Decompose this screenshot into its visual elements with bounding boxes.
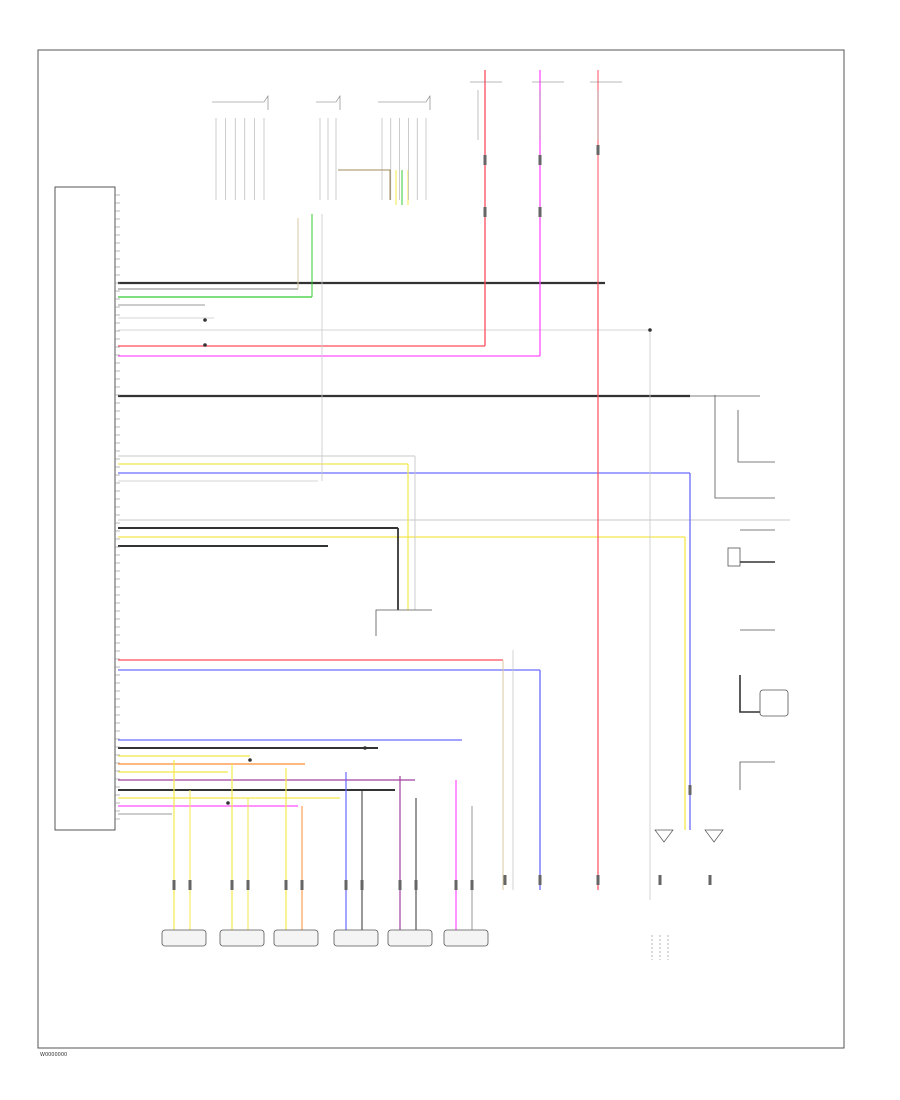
wire-connector-marker: [538, 155, 542, 165]
steering-switch-wire: [714, 395, 775, 499]
cd-changer-unit: [759, 689, 789, 717]
speaker-connector: [300, 880, 304, 890]
amp-relay-wire: [338, 169, 391, 200]
speaker-unit: [219, 929, 265, 947]
aux-input-wire: [739, 761, 775, 790]
splice-dot: [363, 746, 367, 750]
junction-block: [375, 609, 432, 636]
wire-connector-marker: [658, 875, 662, 885]
splice-dot: [203, 318, 207, 322]
wire-layer: [118, 70, 790, 930]
speaker-unit: [161, 929, 207, 947]
component-layer: [37, 49, 845, 1049]
splice-dot: [203, 343, 207, 347]
top-connector-bracket: [212, 95, 269, 110]
wire-connector-marker: [483, 155, 487, 165]
speaker-unit: [443, 929, 489, 947]
speaker-connector: [172, 880, 176, 890]
speaker-connector: [344, 880, 348, 890]
remote-sensor: [727, 547, 741, 567]
wire-connector-marker: [538, 875, 542, 885]
speaker-connector: [398, 880, 402, 890]
diode-symbol: [704, 829, 724, 843]
top-connector-bracket: [316, 95, 341, 110]
speaker-unit: [273, 929, 319, 947]
wire-connector-marker: [596, 145, 600, 155]
radio-control-unit: [54, 186, 116, 831]
speaker-connector: [284, 880, 288, 890]
speaker-connector: [230, 880, 234, 890]
steering-switch-wire: [737, 410, 775, 463]
speaker-connector: [360, 880, 364, 890]
speaker-connector: [188, 880, 192, 890]
speaker-connector: [246, 880, 250, 890]
splice-dot: [648, 328, 652, 332]
wire-connector-marker: [503, 875, 507, 885]
wire-connector-marker: [596, 875, 600, 885]
wire-connector-marker: [708, 875, 712, 885]
wire-connector-marker: [483, 207, 487, 217]
speaker-unit: [387, 929, 433, 947]
speaker-connector: [470, 880, 474, 890]
splice-dot: [226, 801, 230, 805]
label-layer: W0000000: [40, 145, 712, 1058]
splice-dot: [248, 758, 252, 762]
cd-changer-wire: [739, 675, 760, 713]
top-connector-bracket: [378, 95, 431, 110]
speaker-connector: [414, 880, 418, 890]
speaker-connector: [454, 880, 458, 890]
wire-connector-marker: [538, 207, 542, 217]
diode-symbol: [654, 829, 674, 843]
diagram-reference-code: W0000000: [40, 1052, 67, 1058]
wire-connector-marker: [688, 785, 692, 795]
speaker-unit: [333, 929, 379, 947]
diagram-border: [37, 49, 845, 1049]
